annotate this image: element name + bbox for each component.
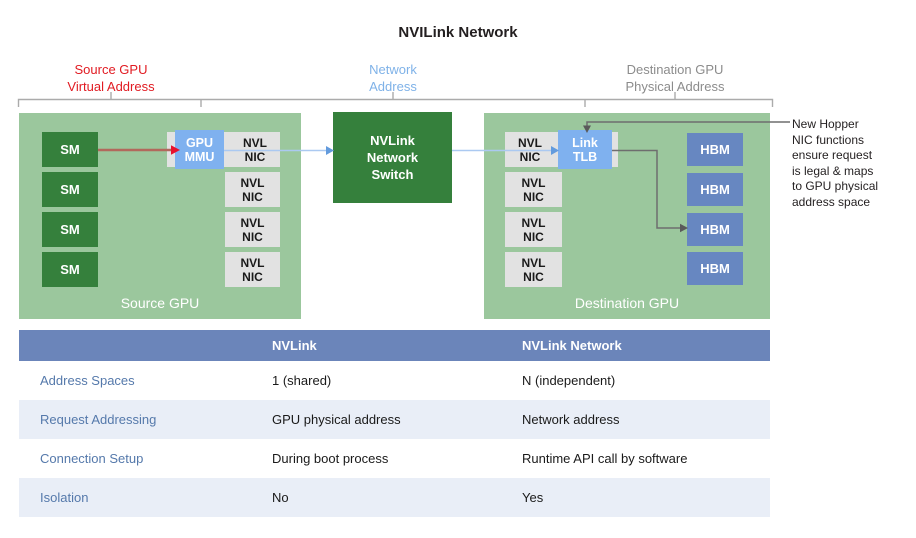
sm-box: SM <box>42 172 98 207</box>
row-label: Address Spaces <box>40 373 135 388</box>
table-row: Connection Setup During boot process Run… <box>19 439 770 478</box>
header-nvlink-network: NVLink Network <box>522 338 622 353</box>
dest-nvl-nic-box: NVL NIC <box>505 252 562 287</box>
nvlink-network-cell: Yes <box>522 490 544 505</box>
sm-box: SM <box>42 212 98 247</box>
table-row: Isolation No Yes <box>19 478 770 517</box>
nvl-nic-label: NVL NIC <box>243 135 267 164</box>
nvlink-network-switch-box: NVLink Network Switch <box>333 112 452 203</box>
table-row: Request Addressing GPU physical address … <box>19 400 770 439</box>
row-label: Connection Setup <box>40 451 144 466</box>
source-nvl-nic-box: NVL NIC <box>225 172 280 207</box>
sm-box: SM <box>42 132 98 167</box>
header-nvlink: NVLink <box>272 338 317 353</box>
nvlink-network-cell: N (independent) <box>522 373 616 388</box>
link-tlb-box: Link TLB <box>558 130 612 169</box>
nvl-nic-label: NVL NIC <box>521 215 546 244</box>
network-address-label: Network Address <box>369 62 417 94</box>
hbm-box: HBM <box>687 133 743 166</box>
nvl-nic-label: NVL NIC <box>240 255 265 284</box>
nvlink-network-cell: Runtime API call by software <box>522 451 688 466</box>
source-nvl-nic-box: NVL NIC <box>225 212 280 247</box>
hbm-box: HBM <box>687 252 743 285</box>
gpu-mmu-box: GPU MMU <box>175 130 224 169</box>
nvlink-cell: 1 (shared) <box>272 373 332 388</box>
nvl-nic-label: NVL NIC <box>521 175 546 204</box>
source-virtual-address-label: Source GPU Virtual Address <box>67 62 155 94</box>
nvlink-cell: During boot process <box>272 451 389 466</box>
row-label: Request Addressing <box>40 412 157 427</box>
hbm-box: HBM <box>687 173 743 206</box>
dest-nvl-nic-box: NVL NIC <box>505 172 562 207</box>
table-row: Address Spaces 1 (shared) N (independent… <box>19 361 770 400</box>
nvl-nic-label: NVL NIC <box>521 255 546 284</box>
hbm-box: HBM <box>687 213 743 246</box>
nvl-nic-label: NVL NIC <box>518 135 542 164</box>
hopper-nic-annotation: New Hopper NIC functions ensure request … <box>792 117 879 209</box>
row-label: Isolation <box>40 490 89 505</box>
nvl-nic-label: NVL NIC <box>240 215 265 244</box>
source-nvl-nic-box: NVL NIC <box>225 252 280 287</box>
dest-nvl-nic-box: NVL NIC <box>505 212 562 247</box>
source-gpu-caption: Source GPU <box>120 295 200 311</box>
nvlink-network-cell: Network address <box>522 412 620 427</box>
nvlink-cell: GPU physical address <box>272 412 401 427</box>
sm-box: SM <box>42 252 98 287</box>
table-header-row: NVLink NVLink Network <box>19 330 770 361</box>
comparison-table: NVLink NVLink Network Address Spaces 1 (… <box>19 330 770 517</box>
nvl-nic-label: NVL NIC <box>240 175 265 204</box>
nvlink-cell: No <box>272 490 289 505</box>
destination-physical-address-label: Destination GPU Physical Address <box>625 62 725 94</box>
destination-gpu-caption: Destination GPU <box>574 295 680 311</box>
diagram-title: NVILink Network <box>398 24 518 41</box>
